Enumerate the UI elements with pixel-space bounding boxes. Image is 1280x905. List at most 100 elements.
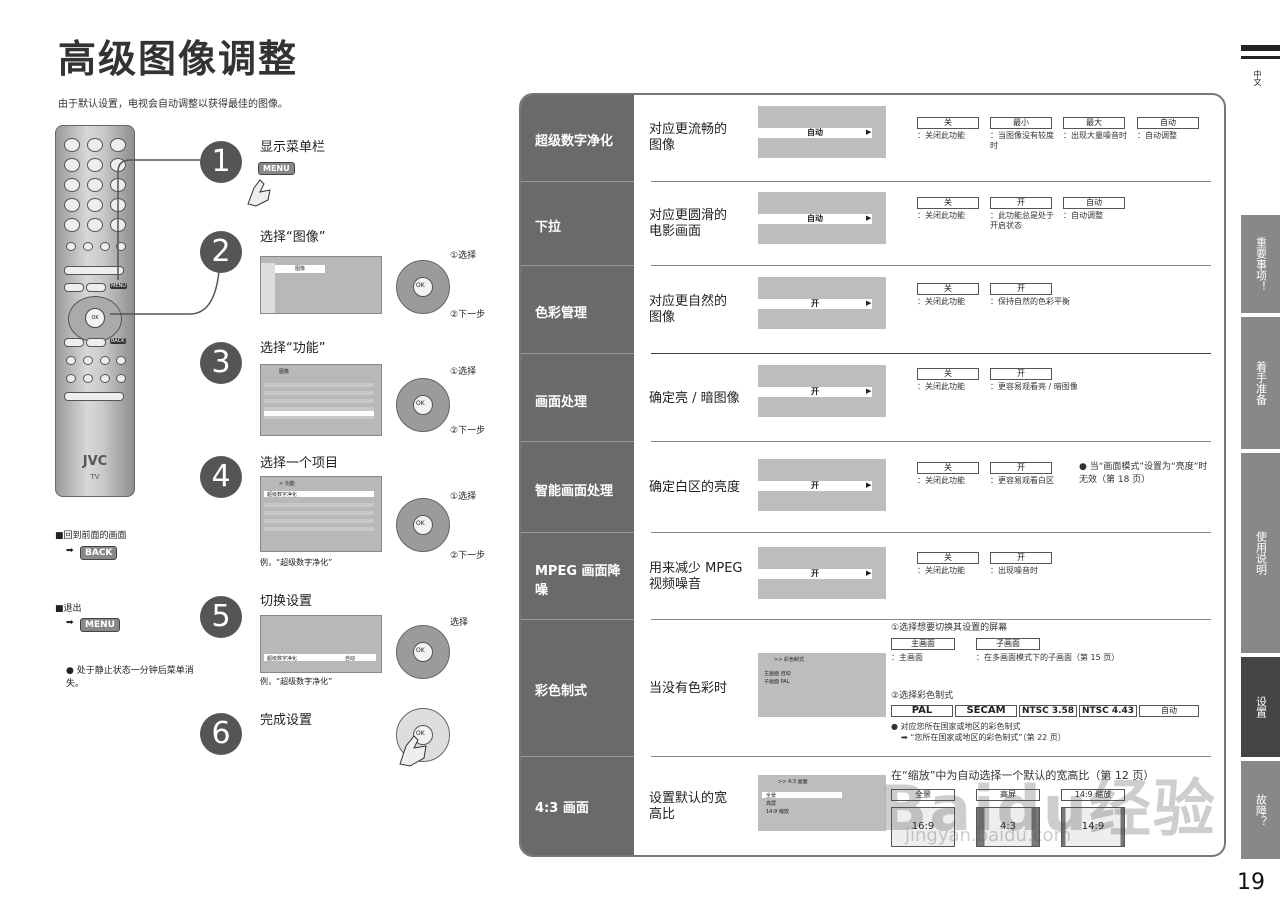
row-desc: 设置默认的宽高比 (649, 791, 728, 822)
remote-button (83, 242, 93, 251)
watermark-url: jingyan.baidu.com (905, 825, 1072, 846)
step-instruction: ②选择彩色制式 (891, 691, 954, 701)
osd-screen: ◀开▶ (758, 365, 886, 417)
option-desc: ：出现大量噪音时 (1063, 131, 1127, 140)
step-label: 切换设置 (260, 594, 313, 609)
side-tab[interactable]: 着手准备 (1241, 317, 1280, 449)
option-box: 关 (917, 368, 979, 380)
row-label: 下拉 (535, 220, 562, 235)
option-box: 开 (990, 368, 1052, 380)
option-desc: ：在多画面模式下的子画面（第 15 页） (976, 653, 1120, 662)
option-desc: ：保持自然的色彩平衡 (990, 297, 1070, 306)
option-box: 关 (917, 197, 979, 209)
back-key-icon: BACK (80, 546, 118, 560)
remote-button (100, 356, 110, 365)
row-desc: 确定白区的亮度 (649, 480, 741, 495)
example-text: 例，“超级数字净化” (260, 677, 333, 686)
brand-logo: JVC (82, 454, 108, 469)
remote-button (66, 356, 76, 365)
remote-button (87, 178, 103, 192)
option-box: 开 (990, 197, 1052, 209)
remote-button (64, 158, 80, 172)
option-box: 高屏 (976, 789, 1040, 801)
row-desc: 当没有色彩时 (649, 681, 728, 696)
remote-button (64, 338, 84, 347)
row-label-column (521, 95, 634, 855)
option-box: SECAM (955, 705, 1017, 717)
option-box: 14:9 缩放 (1061, 789, 1125, 801)
menu-screen: 超级数字净化 自动 (260, 615, 382, 673)
osd-screen: >> 4:3 画面 全景 高屏 14:9 缩放 (758, 775, 886, 831)
menu-key-icon: MENU (258, 162, 295, 175)
annotation-select: ①选择 (450, 492, 477, 502)
option-box: NTSC 4.43 (1079, 705, 1137, 717)
remote-control: MENU OK BACK JVC TV (55, 125, 135, 497)
side-tab[interactable]: 重要事项！ (1241, 215, 1280, 313)
option-box: 自动 (1137, 117, 1199, 129)
step-label: 选择“功能” (260, 341, 326, 356)
menu-screen: > 功能 超级数字净化 (260, 476, 382, 552)
remote-button (86, 338, 106, 347)
menu-key-icon: MENU (80, 618, 120, 632)
settings-table: 超级数字净化 对应更流畅的图像 ◀自动▶ 关 最小 最大 自动 ：关闭此功能 ：… (519, 93, 1226, 857)
side-tab-active[interactable]: 设置 (1241, 657, 1280, 757)
ok-button: OK (85, 308, 105, 328)
back-note-title: ■回到前面的画面 (55, 531, 127, 541)
remote-button (110, 138, 126, 152)
option-box: 关 (917, 283, 979, 295)
watermark: Baidu经验 (880, 772, 1217, 845)
remote-button (64, 266, 124, 275)
step-instruction: ①选择想要切换其设置的屏幕 (891, 623, 1008, 633)
option-box: 关 (917, 552, 979, 564)
step-number: 6 (200, 713, 242, 755)
option-desc: ：当图像没有较度时 (990, 131, 1054, 150)
option-desc: ：自动调整 (1063, 211, 1103, 220)
option-desc: ：出现噪音时 (990, 566, 1038, 575)
arrow-icon: ➡ (66, 546, 74, 556)
page-number: 19 (1237, 870, 1265, 895)
lang-bar (1241, 56, 1280, 59)
page-subtitle: 由于默认设置，电视会自动调整以获得最佳的图像。 (58, 99, 288, 110)
side-tab[interactable]: 使用说明 (1241, 453, 1280, 653)
exit-note-title: ■退出 (55, 604, 82, 614)
row-label: 智能画面处理 (535, 484, 614, 499)
row-label: MPEG 画面降噪 (535, 564, 621, 598)
side-tab[interactable]: 故障？ (1241, 761, 1280, 859)
option-box: 主画面 (891, 638, 955, 650)
option-desc: ：关闭此功能 (917, 297, 965, 306)
remote-button (116, 356, 126, 365)
annotation-next: ②下一步 (450, 426, 486, 436)
row-desc: 用来减少 MPEG 视频噪音 (649, 561, 743, 592)
option-box: 最大 (1063, 117, 1125, 129)
arrow-icon: ➡ (66, 618, 74, 628)
page-title: 高级图像调整 (58, 37, 299, 81)
menu-key: MENU (110, 283, 127, 289)
remote-button (64, 138, 80, 152)
row-label: 4:3 画面 (535, 801, 589, 816)
osd-screen: ◀开▶ (758, 459, 886, 511)
step-label: 完成设置 (260, 713, 313, 728)
aspect-preview: 14:9 (1061, 807, 1125, 847)
option-desc: ：关闭此功能 (917, 131, 965, 140)
remote-button (100, 242, 110, 251)
remote-button (87, 138, 103, 152)
step-number: 3 (200, 342, 242, 384)
hand-pointer-icon (399, 735, 427, 767)
lang-bar (1241, 45, 1280, 51)
navigation-dial: OK (396, 260, 450, 314)
osd-screen: ◀自动▶ (758, 192, 886, 244)
option-box: PAL (891, 705, 953, 717)
menu-screen: 图像 (260, 364, 382, 436)
remote-button (64, 283, 84, 292)
remote-button (87, 218, 103, 232)
option-box: 自动 (1139, 705, 1199, 717)
osd-screen: ◀自动▶ (758, 106, 886, 158)
option-box: 最小 (990, 117, 1052, 129)
hand-pointer-icon (247, 179, 271, 207)
menu-item-highlight: 图像 (275, 265, 325, 273)
annotation-select: 选择 (450, 618, 469, 628)
remote-button (66, 242, 76, 251)
remote-button (64, 218, 80, 232)
osd-screen: >> 彩色制式 主画面 自动 子画面 PAL (758, 653, 886, 717)
option-box: 开 (990, 462, 1052, 474)
